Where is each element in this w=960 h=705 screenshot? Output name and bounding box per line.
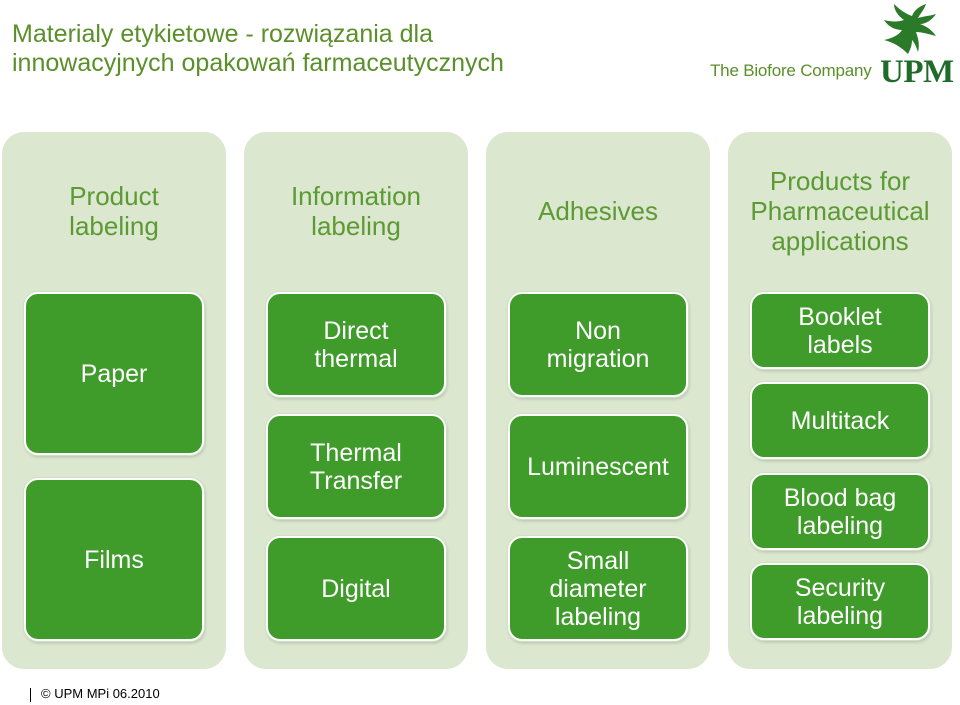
item-box: Direct thermal [266, 292, 446, 397]
upm-logo: The Biofore Company UPM [700, 0, 960, 95]
griffin-icon [884, 4, 936, 54]
column-header-line: Pharmaceutical [750, 196, 930, 226]
item-label: labeling [796, 511, 884, 540]
copyright-text: © UPM MPi 06.2010 [41, 686, 160, 701]
item-label: Blood bag [783, 483, 897, 512]
item-label: labeling [796, 601, 884, 630]
footer: © UPM MPi 06.2010 [30, 686, 160, 702]
column-header: Products for Pharmaceutical applications [728, 166, 952, 256]
item-box: Multitack [750, 382, 930, 459]
column-header: Product labeling [2, 181, 226, 241]
item-box: Blood bag labeling [750, 473, 930, 550]
column-product-labeling: Product labeling Paper Films [2, 132, 226, 669]
column-header-line: Information [290, 181, 422, 211]
item-box: Paper [24, 292, 204, 455]
company-tagline: The Biofore Company [710, 61, 872, 80]
item-box: Security labeling [750, 563, 930, 640]
item-box: Small diameter labeling [508, 536, 688, 641]
item-label: thermal [314, 344, 398, 373]
brand-name: UPM [880, 54, 954, 90]
item-box: Films [24, 478, 204, 641]
item-label: Thermal [310, 438, 402, 467]
item-label: Non [575, 316, 621, 345]
item-label: migration [546, 344, 650, 373]
item-label: Films [84, 545, 144, 574]
column-header-line: labeling [69, 211, 159, 241]
item-label: Security [794, 573, 886, 602]
footer-divider [30, 687, 31, 702]
item-label: Direct [323, 316, 389, 345]
slide-title: Materialy etykietowe - rozwiązania dla i… [12, 20, 692, 78]
item-box: Thermal Transfer [266, 414, 446, 519]
slide-title-line-2: innowacyjnych opakowań farmaceutycznych [12, 49, 504, 77]
column-header-line: Product [69, 181, 159, 211]
column-information-labeling: Information labeling Direct thermal Ther… [244, 132, 468, 669]
column-header-line: labeling [311, 211, 401, 241]
column-header: Information labeling [244, 181, 468, 241]
column-header-line: Products for [769, 166, 911, 196]
column-header: Adhesives [486, 196, 710, 226]
slide-title-line-1: Materialy etykietowe - rozwiązania dla [12, 20, 434, 48]
column-header-line: applications [771, 226, 909, 256]
item-label: Paper [80, 359, 148, 388]
item-label: Multitack [790, 406, 890, 435]
item-label: Small [566, 546, 630, 575]
item-label: Booklet [798, 302, 882, 331]
item-label: Luminescent [527, 452, 669, 481]
item-label: labeling [554, 602, 642, 631]
item-label: Digital [321, 574, 391, 603]
column-header-line: Adhesives [538, 196, 658, 226]
item-box: Non migration [508, 292, 688, 397]
item-box: Luminescent [508, 414, 688, 519]
item-box: Booklet labels [750, 292, 930, 369]
item-label: labels [807, 330, 873, 359]
column-adhesives: Adhesives Non migration Luminescent Smal… [486, 132, 710, 669]
item-label: diameter [549, 574, 647, 603]
item-label: Transfer [309, 466, 403, 495]
item-box: Digital [266, 536, 446, 641]
column-pharmaceutical-applications: Products for Pharmaceutical applications… [728, 132, 952, 669]
